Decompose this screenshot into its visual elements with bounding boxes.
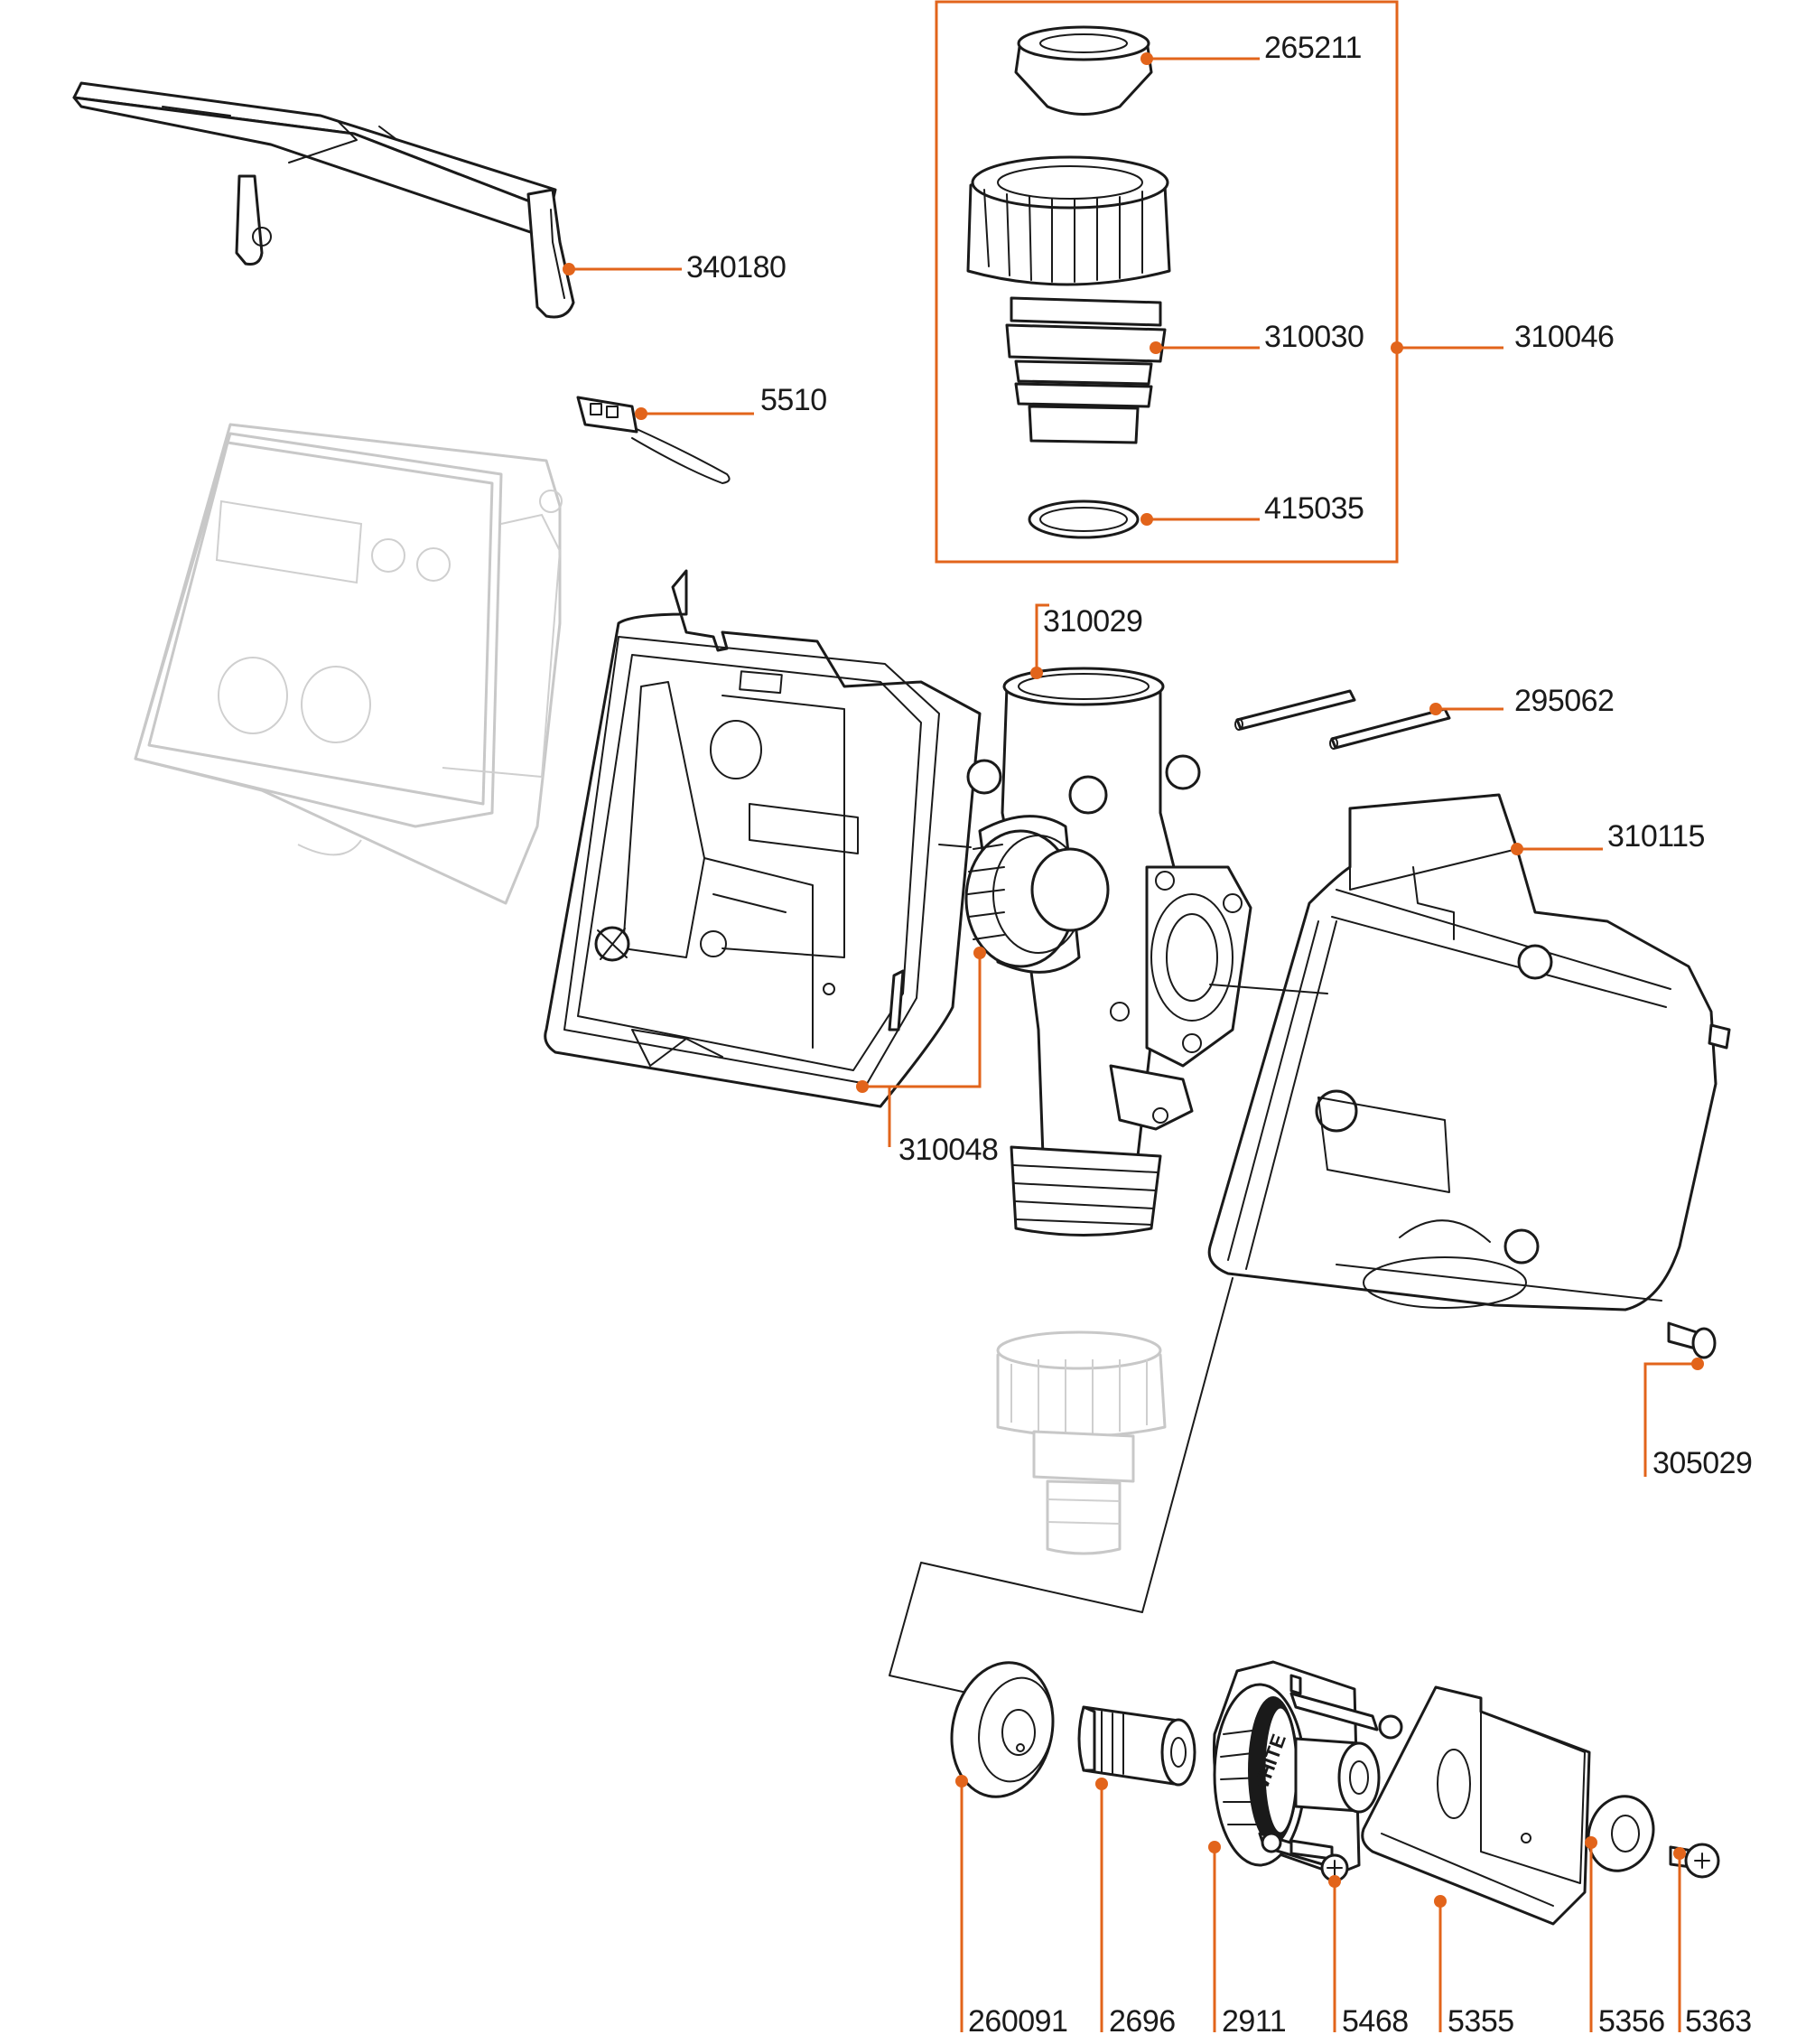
label-310046: 310046 — [1514, 320, 1614, 354]
connector-plug-part — [576, 396, 731, 484]
label-5355: 5355 — [1448, 2004, 1514, 2039]
label-295062: 295062 — [1514, 684, 1614, 718]
seal-cap-part — [1014, 25, 1153, 116]
label-415035: 415035 — [1264, 491, 1364, 526]
label-5510: 5510 — [760, 383, 827, 417]
label-310048: 310048 — [898, 1133, 998, 1167]
front-housing-part — [544, 569, 982, 1108]
label-2696: 2696 — [1109, 2004, 1176, 2039]
label-340180: 340180 — [686, 250, 786, 285]
label-5363: 5363 — [1685, 2004, 1752, 2039]
label-310115: 310115 — [1607, 819, 1705, 854]
label-260091: 260091 — [968, 2004, 1067, 2039]
rear-housing-part — [1207, 793, 1731, 1311]
washer-part — [1587, 1795, 1655, 1872]
connector-set-box — [935, 0, 1399, 564]
control-unit-ghost — [134, 423, 563, 905]
solenoid-part: WHITE — [1212, 1660, 1403, 1876]
bracket-part — [1361, 1685, 1591, 1926]
label-305029: 305029 — [1652, 1446, 1752, 1480]
label-310029: 310029 — [1043, 604, 1142, 639]
leader-lines — [563, 52, 1704, 2032]
valve-body-part — [938, 667, 1252, 1237]
plunger-part — [1077, 1705, 1196, 1787]
label-265211: 265211 — [1264, 31, 1362, 65]
pins-part — [1234, 689, 1451, 750]
label-5468: 5468 — [1342, 2004, 1409, 2039]
o-ring-part — [1028, 499, 1140, 539]
tap-connector-part — [966, 155, 1171, 444]
cover-lid-part — [72, 81, 575, 319]
part-labels: 340180 5510 265211 310030 310046 415035 … — [686, 31, 1753, 2039]
label-5356: 5356 — [1598, 2004, 1665, 2039]
label-2911: 2911 — [1222, 2004, 1286, 2039]
diaphragm-part — [950, 1661, 1055, 1798]
solenoid-screws-part — [1289, 1839, 1349, 1882]
label-310030: 310030 — [1264, 320, 1364, 354]
small-screw-part — [1667, 1321, 1717, 1359]
lower-connector-ghost — [996, 1330, 1167, 1555]
